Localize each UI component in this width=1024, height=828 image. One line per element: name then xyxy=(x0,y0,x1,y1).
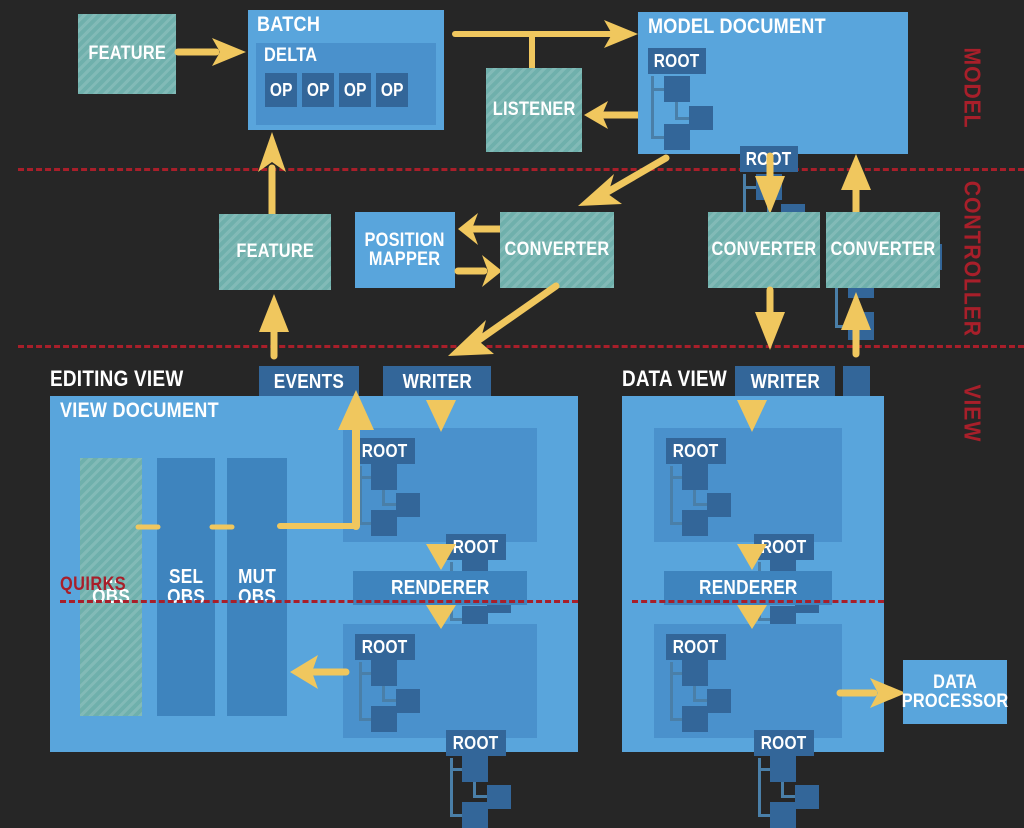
delta-box[interactable]: DELTA OP OP OP OP xyxy=(256,43,436,125)
arrow-model-document-to-listener xyxy=(582,100,646,130)
batch-label: BATCH xyxy=(257,13,321,36)
tree-caption: ROOT xyxy=(754,730,814,756)
data-upper-tree-0[interactable]: ROOT xyxy=(666,438,746,536)
arrow-position-mapper-to-converter xyxy=(454,250,504,292)
arrow-feature-to-batch xyxy=(174,36,250,68)
band-separator-model-controller xyxy=(18,168,1024,171)
tree-caption: ROOT xyxy=(355,634,415,660)
data-upper-tree-container[interactable]: ROOT ROOT xyxy=(654,428,842,632)
tree-caption-label: ROOT xyxy=(453,536,499,557)
arrow-converter-to-position-mapper xyxy=(456,208,506,250)
data-renderer-box[interactable]: RENDERER xyxy=(664,571,832,605)
editing-renderer-label: RENDERER xyxy=(390,576,490,599)
converter-data-right-box[interactable]: CONVERTER xyxy=(826,212,940,288)
quirks-separator xyxy=(60,600,578,603)
editing-lower-tree-container[interactable]: ROOT ROOT xyxy=(343,624,537,828)
data-view-quirks-separator xyxy=(632,600,884,603)
batch-box[interactable]: BATCH DELTA OP OP OP OP xyxy=(248,10,444,130)
band-label-view: VIEW xyxy=(959,384,986,442)
controller-feature-box[interactable]: FEATURE xyxy=(219,214,331,290)
editing-renderer-box[interactable]: RENDERER xyxy=(353,571,527,605)
tab-editing-writer-label: WRITER xyxy=(402,370,472,393)
model-document-label: MODEL DOCUMENT xyxy=(648,15,826,38)
arrow-model-document-to-converter-main xyxy=(570,152,680,214)
editing-view-title: EDITING VIEW xyxy=(50,366,184,391)
band-label-controller: CONTROLLER xyxy=(959,180,986,338)
view-document-label: VIEW DOCUMENT xyxy=(60,399,219,422)
converter-data-left-label: CONVERTER xyxy=(711,239,817,261)
tree-caption-label: ROOT xyxy=(654,50,700,71)
obs-column-sel[interactable]: SEL OBS xyxy=(157,458,215,716)
converter-main-label: CONVERTER xyxy=(504,239,610,261)
listener-box[interactable]: LISTENER xyxy=(486,68,582,152)
tree-caption-label: ROOT xyxy=(761,536,807,557)
data-processor-label: DATA PROCESSOR xyxy=(901,671,1009,712)
tree-caption: ROOT xyxy=(666,438,726,464)
editing-lower-tree-0[interactable]: ROOT xyxy=(355,634,435,732)
data-view-document-panel[interactable]: ROOT ROOT xyxy=(622,396,884,828)
delta-op-2[interactable]: OP xyxy=(339,73,371,107)
data-processor-box[interactable]: DATA PROCESSOR xyxy=(901,660,1009,724)
tree-caption-label: ROOT xyxy=(362,636,408,657)
controller-feature-label: FEATURE xyxy=(236,241,314,263)
arrow-converter-data-right-to-model-document xyxy=(838,152,874,218)
tree-caption: ROOT xyxy=(446,730,506,756)
delta-op-0[interactable]: OP xyxy=(265,73,297,107)
band-separator-controller-view xyxy=(18,345,1024,348)
tree-caption: ROOT xyxy=(666,634,726,660)
tab-data-writer[interactable]: WRITER xyxy=(735,366,835,398)
tree-caption: ROOT xyxy=(740,146,798,172)
editing-upper-tree-container[interactable]: ROOT ROOT xyxy=(343,428,537,632)
delta-op-3[interactable]: OP xyxy=(376,73,408,107)
tree-caption: ROOT xyxy=(648,48,706,74)
model-feature-box[interactable]: FEATURE xyxy=(78,14,176,94)
tab-editing-events[interactable]: EVENTS xyxy=(259,366,359,398)
quirks-label: QUIRKS xyxy=(60,574,127,595)
position-mapper-label: POSITION MAPPER xyxy=(364,229,446,270)
data-view-title: DATA VIEW xyxy=(622,366,727,391)
converter-main-box[interactable]: CONVERTER xyxy=(500,212,614,288)
tab-data-writer-label: WRITER xyxy=(750,370,820,393)
model-tree-root-0[interactable]: ROOT xyxy=(648,48,720,150)
model-feature-label: FEATURE xyxy=(88,43,166,65)
tab-editing-writer[interactable]: WRITER xyxy=(383,366,491,398)
delta-op-label: OP xyxy=(306,79,330,100)
tree-caption: ROOT xyxy=(446,534,506,560)
tree-caption-label: ROOT xyxy=(673,440,719,461)
diagram-canvas: MODEL CONTROLLER VIEW FEATURE BATCH DELT… xyxy=(18,10,1024,828)
listener-label: LISTENER xyxy=(492,99,576,121)
obs-column-mut[interactable]: MUT OBS xyxy=(227,458,287,716)
editing-view-document-panel[interactable]: VIEW DOCUMENT ... OBS SEL OBS MUT OBS RO… xyxy=(50,390,578,828)
editing-lower-tree-1[interactable]: ROOT xyxy=(446,730,526,828)
tree-caption-label: ROOT xyxy=(746,148,792,169)
data-lower-tree-1[interactable]: ROOT xyxy=(754,730,834,828)
arrow-converter-main-to-editing-writer xyxy=(430,280,570,362)
tree-caption-label: ROOT xyxy=(673,636,719,657)
editing-upper-tree-0[interactable]: ROOT xyxy=(355,438,435,536)
band-label-model: MODEL xyxy=(959,47,986,129)
data-lower-tree-0[interactable]: ROOT xyxy=(666,634,746,732)
delta-op-label: OP xyxy=(343,79,367,100)
obs-column-other[interactable]: ... OBS xyxy=(80,458,142,716)
tab-editing-events-label: EVENTS xyxy=(273,370,345,393)
tree-caption-label: ROOT xyxy=(453,732,499,753)
arrow-editing-lower-tree-to-observers xyxy=(288,654,350,690)
delta-op-label: OP xyxy=(380,79,404,100)
delta-op-label: OP xyxy=(269,79,293,100)
tree-caption: ROOT xyxy=(754,534,814,560)
tree-caption: ROOT xyxy=(355,438,415,464)
tab-data-unlabeled[interactable] xyxy=(843,366,870,398)
position-mapper-box[interactable]: POSITION MAPPER xyxy=(355,212,455,288)
data-renderer-label: RENDERER xyxy=(698,576,798,599)
delta-label: DELTA xyxy=(264,45,318,66)
tree-caption-label: ROOT xyxy=(761,732,807,753)
model-document-panel[interactable]: MODEL DOCUMENT ROOT ROOT xyxy=(638,12,942,340)
data-lower-tree-container[interactable]: ROOT ROOT xyxy=(654,624,842,828)
converter-data-left-box[interactable]: CONVERTER xyxy=(708,212,820,288)
converter-data-right-label: CONVERTER xyxy=(830,239,936,261)
tree-caption-label: ROOT xyxy=(362,440,408,461)
delta-op-1[interactable]: OP xyxy=(302,73,334,107)
